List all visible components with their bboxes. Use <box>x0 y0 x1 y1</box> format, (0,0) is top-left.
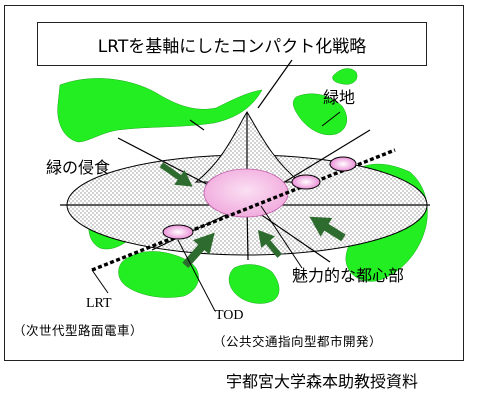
green-top-right <box>293 93 348 136</box>
green-top-hill <box>332 68 358 85</box>
label-tod: TOD <box>215 308 244 323</box>
arrow-from-right <box>309 216 346 242</box>
title-box: LRTを基軸にしたコンパクト化戦略 <box>37 22 427 66</box>
green-bottom-center <box>228 264 280 304</box>
station-right-2 <box>329 156 357 172</box>
label-green-encroachment: 緑の侵食 <box>46 158 111 177</box>
arrow-tod <box>182 232 215 268</box>
station-left <box>162 224 194 240</box>
green-bottom-left <box>118 251 199 298</box>
label-green-space: 緑地 <box>323 88 356 107</box>
arrow-from-bottom <box>257 229 283 258</box>
green-arrows <box>159 162 346 268</box>
label-lrt-desc: （次世代型路面電車） <box>13 323 144 338</box>
title-text: LRTを基軸にしたコンパクト化戦略 <box>97 36 367 57</box>
label-lrt: LRT <box>86 296 112 311</box>
lrt-stations <box>162 156 357 240</box>
diagram-frame <box>4 5 464 361</box>
station-right-1 <box>291 174 321 190</box>
green-top-left <box>57 78 263 143</box>
leader-lines <box>91 111 341 312</box>
label-tod-desc: （公共交通指向型都市開発） <box>213 334 383 349</box>
source-credit: 宇都宮大学森本助教授資料 <box>226 372 419 391</box>
lrt-line <box>91 148 396 272</box>
arrow-encroach-left <box>159 162 193 187</box>
label-city-center: 魅力的な都心部 <box>292 266 405 285</box>
